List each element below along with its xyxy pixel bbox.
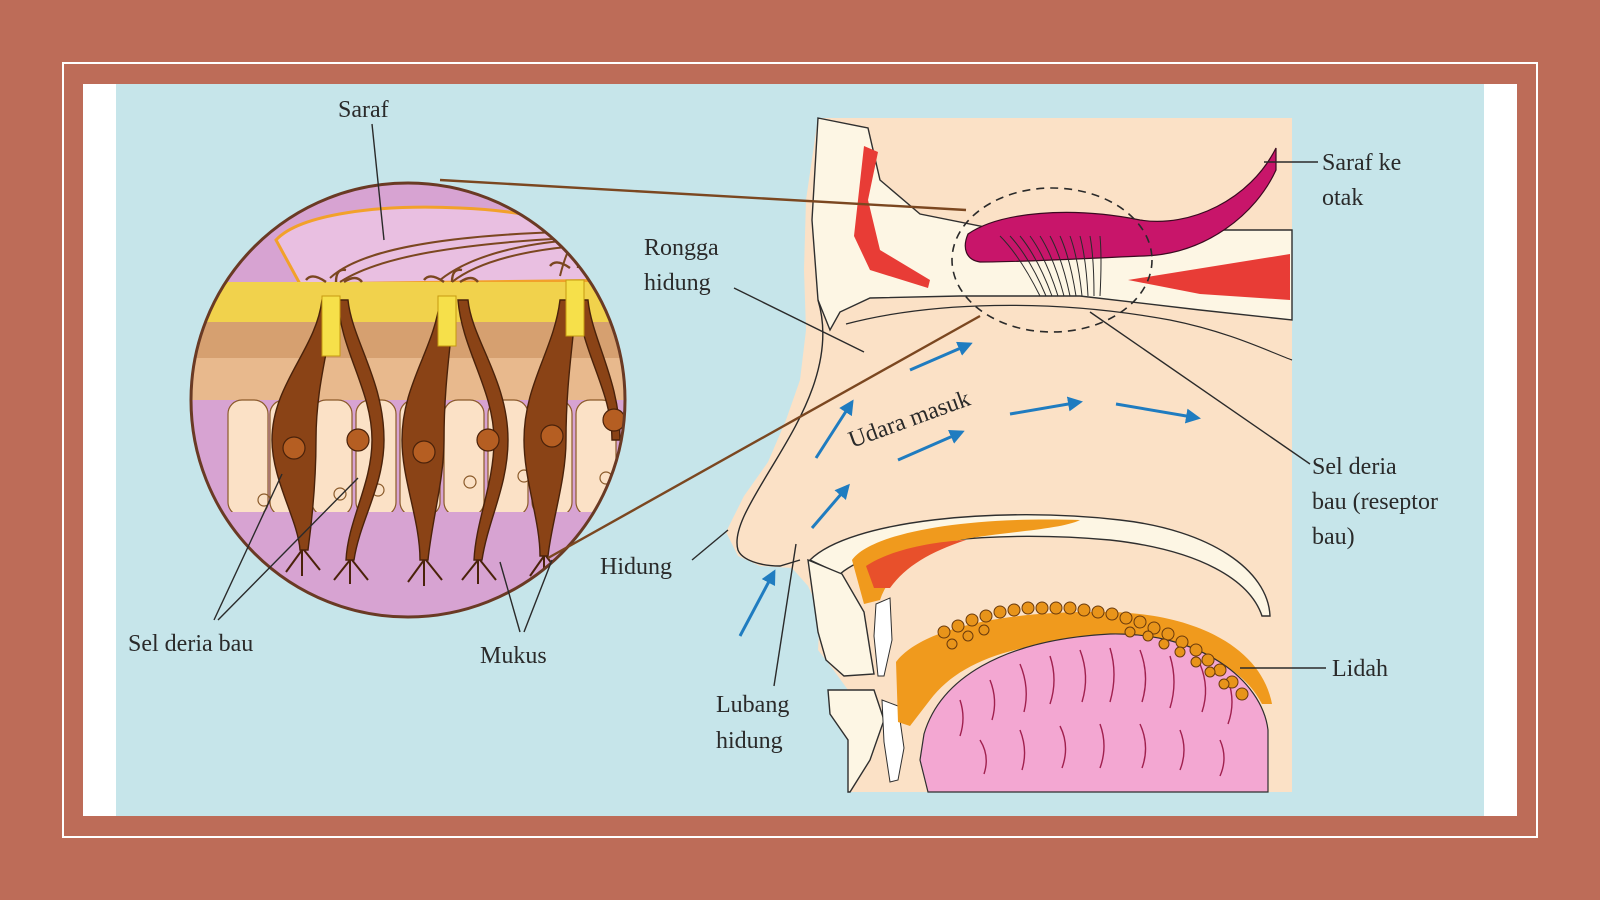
label-sel-deria-receptor-1: Sel deria <box>1312 454 1397 480</box>
cilia <box>285 549 561 586</box>
cavity-line-1 <box>845 304 1293 361</box>
label-saraf-ke-otak-2: otak <box>1322 185 1363 211</box>
sinus-left <box>854 146 930 288</box>
label-lubang-hidung-1: Lubang <box>716 692 789 718</box>
arrow-icon <box>1115 402 1201 424</box>
arrow-icon <box>1009 396 1083 416</box>
upper-gum <box>852 519 1080 604</box>
arrow-icon <box>814 399 854 459</box>
outer-frame <box>62 62 1538 838</box>
label-saraf-ke-otak-1: Saraf ke <box>1322 150 1401 176</box>
tongue <box>919 633 1269 793</box>
olfactory-fibers <box>999 235 1102 297</box>
label-hidung: Hidung <box>600 554 672 580</box>
arrow-icon <box>738 569 776 637</box>
arrow-icon <box>897 429 965 462</box>
bone-layer <box>191 282 625 322</box>
label-sel-deria-bau: Sel deria bau <box>128 631 253 657</box>
sinus-right <box>1128 254 1290 300</box>
receptor-nuclei <box>282 408 625 464</box>
lower-lip <box>827 689 885 793</box>
label-mukus: Mukus <box>480 643 547 669</box>
label-lubang-hidung-2: hidung <box>716 728 783 754</box>
upper-tooth <box>873 597 893 677</box>
arrow-icon <box>909 341 973 372</box>
label-sel-deria-receptor-2: bau (reseptor <box>1312 489 1438 515</box>
airflow-arrows <box>738 341 1201 637</box>
tongue-papillae <box>937 601 1249 701</box>
olfactory-nerve <box>964 147 1277 263</box>
upper-lip <box>807 558 875 677</box>
label-lidah: Lidah <box>1332 656 1388 682</box>
magnified-detail <box>189 181 627 619</box>
arrow-icon <box>810 483 850 529</box>
label-saraf: Saraf <box>338 97 389 123</box>
leader-lines <box>213 123 1326 687</box>
cell-collars <box>321 279 585 357</box>
zoom-line-bottom <box>547 314 981 560</box>
label-rongga-hidung-1: Rongga <box>644 235 719 261</box>
zoom-line-top <box>439 178 967 212</box>
zoom-region-circle <box>951 187 1153 333</box>
label-rongga-hidung-2: hidung <box>644 270 711 296</box>
label-sel-deria-receptor-3: bau) <box>1312 524 1355 550</box>
palate-red-tissue <box>866 540 966 588</box>
nose-outline <box>736 299 824 567</box>
